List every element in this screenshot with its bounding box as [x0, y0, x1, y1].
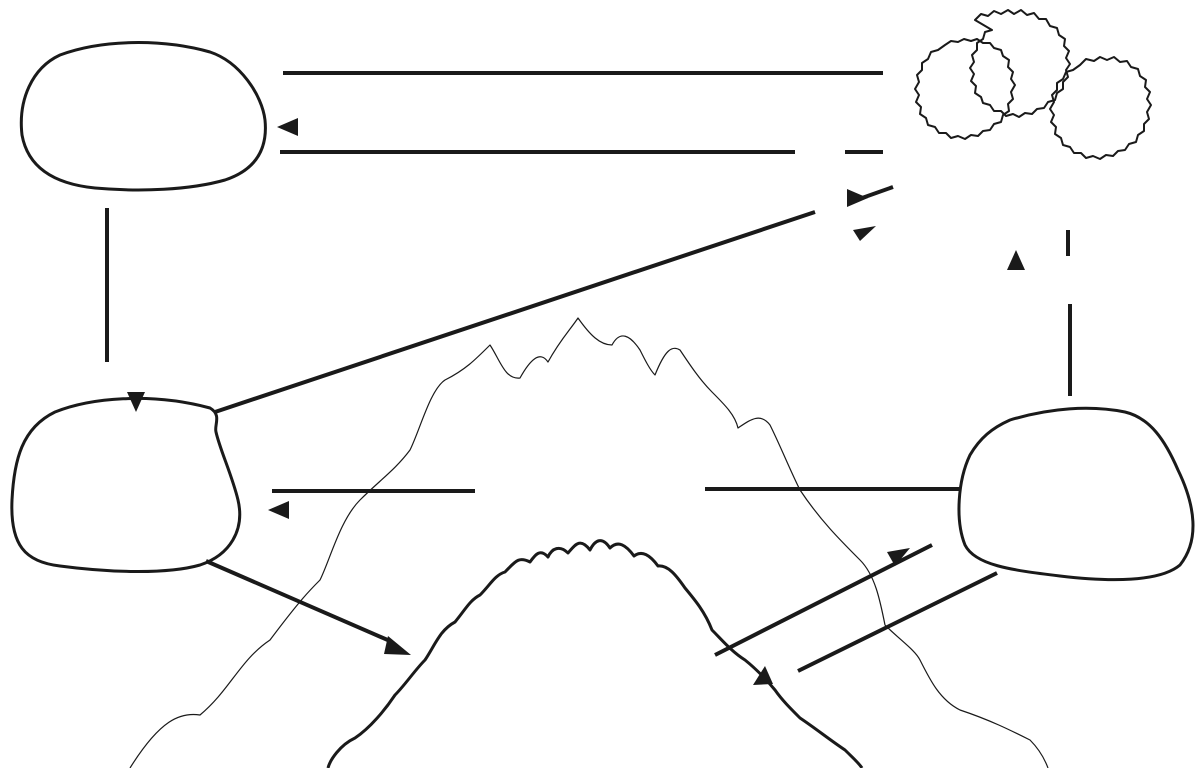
large-mountain-outline [129, 317, 1049, 768]
connector-diagonal-short [861, 185, 894, 200]
arrowhead-toward-right [887, 548, 910, 566]
arrowhead-left-top [277, 118, 298, 136]
connector-diagonal-long [214, 210, 816, 414]
connector-right-to-bottom-lower [797, 571, 998, 673]
cloud-back [969, 9, 1071, 118]
middle-left-node [10, 397, 242, 573]
top-left-node [19, 41, 267, 192]
arrowhead-right-diagonal [847, 189, 868, 207]
middle-right-node [957, 406, 1195, 582]
arrowhead-into-bottom [384, 636, 411, 655]
cloud-left [914, 38, 1016, 140]
connector-left-to-bottom [205, 559, 391, 643]
cloud-right [1049, 56, 1152, 160]
arrowhead-up-right [1007, 250, 1025, 270]
arrowhead-left-middle [268, 501, 289, 519]
arrowhead-down-diagonal [853, 226, 876, 241]
arrowhead-up-bottom-right [753, 666, 773, 685]
arrowhead-down-left [127, 392, 145, 412]
top-right-cloud-cluster [914, 9, 1152, 160]
